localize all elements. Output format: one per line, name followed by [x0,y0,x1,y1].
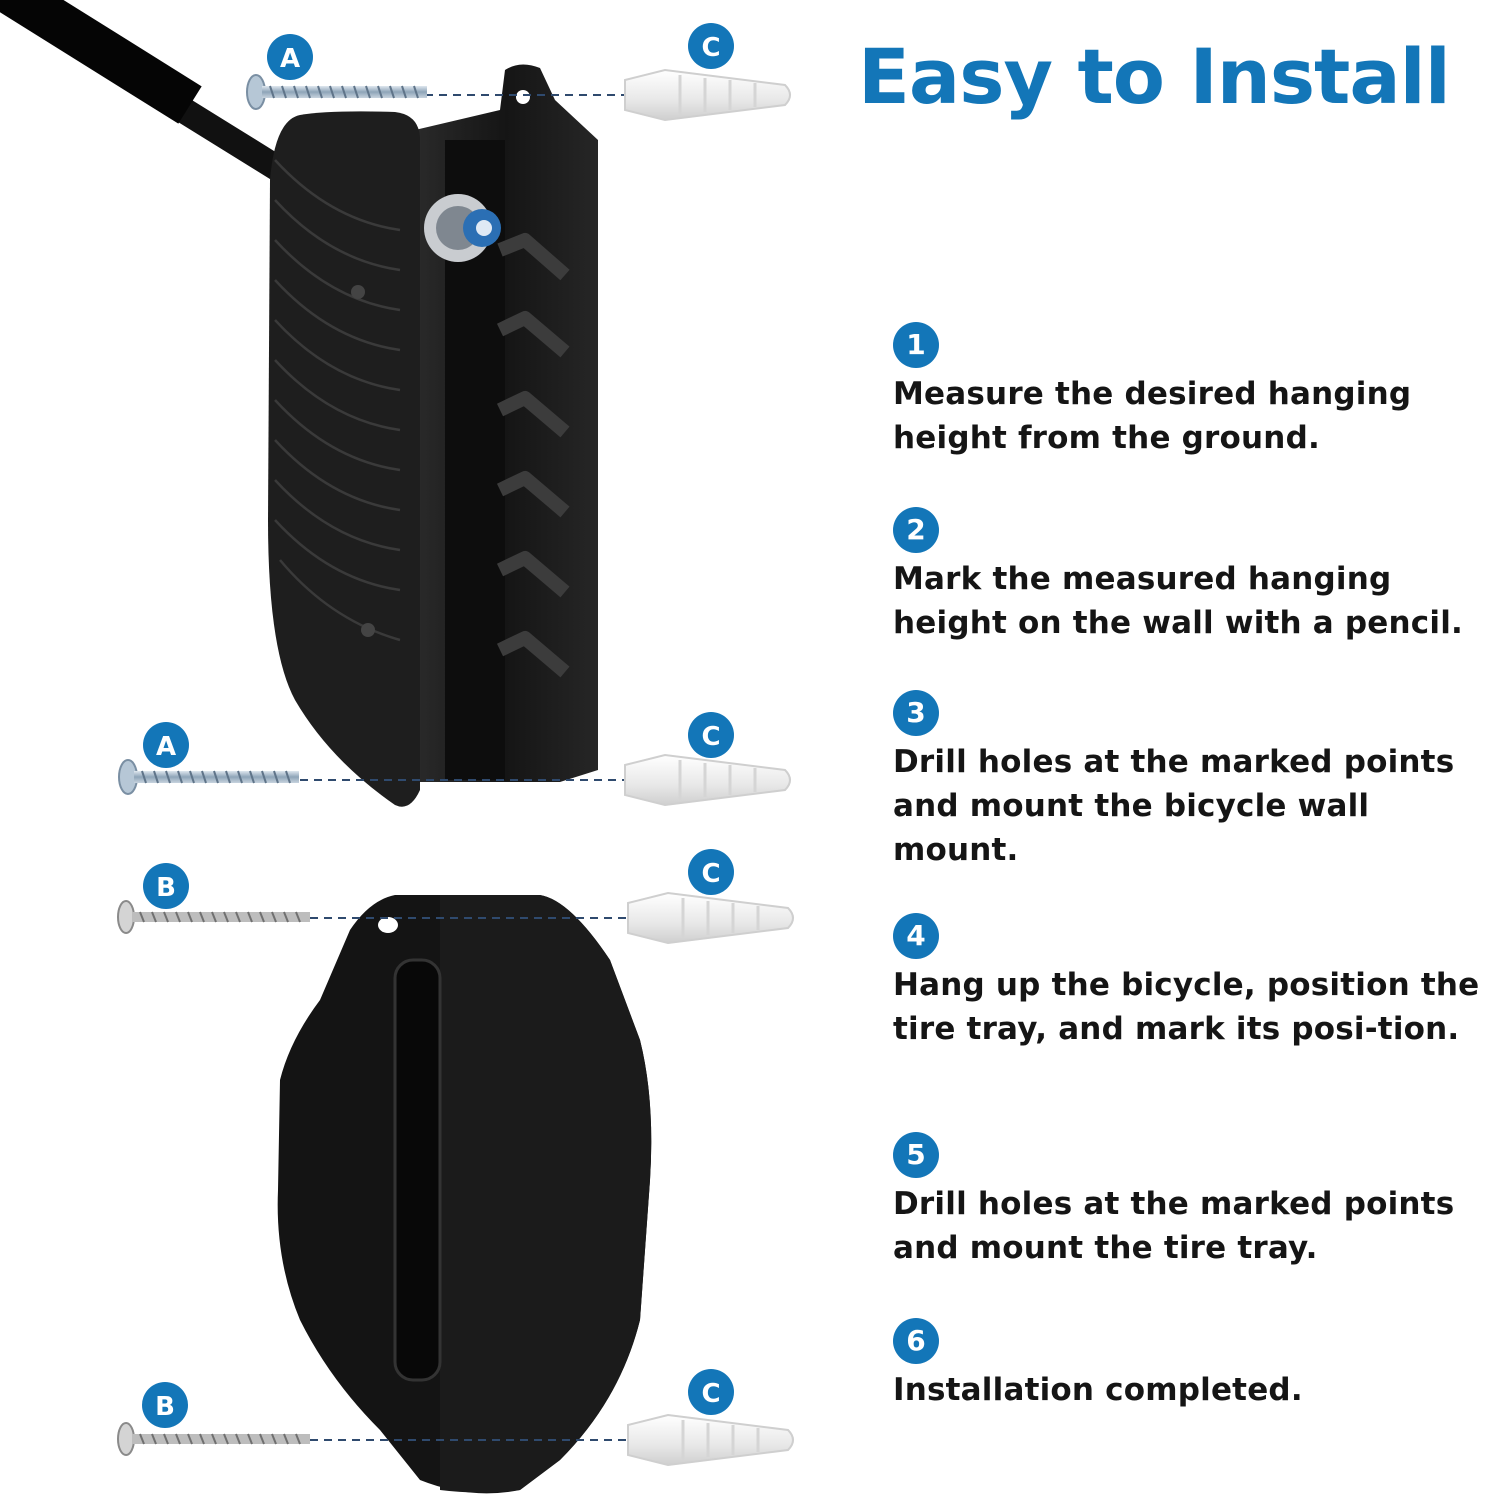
wall-mount-paddle [268,111,420,807]
badge-b-top: B [143,863,189,909]
badge-c-1: C [688,23,734,69]
step-text: Measure the desired hanging height from … [893,376,1412,456]
step-text: Drill holes at the marked points and mou… [893,744,1455,868]
guide-lines [300,94,628,1441]
step-1: 1 Measure the desired hanging height fro… [893,322,1493,460]
badge-c-2: C [688,712,734,758]
screw-b-top [117,900,310,934]
anchor-c-4 [627,1413,794,1467]
step-number-badge: 1 [893,322,939,368]
page-title: Easy to Install [858,32,1451,121]
installation-illustration: A C A C B C B C [0,0,794,1494]
badge-c-4: C [688,1369,734,1415]
badge-label: A [280,44,300,74]
step-3: 3 Drill holes at the marked points and m… [893,690,1493,872]
screw-a-bottom [118,759,299,795]
wall-mount-hook [415,64,598,782]
anchor-c-1 [624,68,791,122]
badge-a-top: A [267,34,313,80]
anchor-c-2 [624,753,791,807]
badge-label: C [701,1379,720,1409]
step-4: 4 Hang up the bicycle, position the tire… [893,913,1493,1051]
step-number-badge: 4 [893,913,939,959]
badge-label: B [156,873,176,903]
step-2: 2 Mark the measured hanging height on th… [893,507,1493,645]
badge-c-3: C [688,849,734,895]
badge-label: C [701,859,720,889]
badge-a-bottom: A [143,722,189,768]
step-number-badge: 5 [893,1132,939,1178]
step-5: 5 Drill holes at the marked points and m… [893,1132,1493,1270]
badge-label: B [155,1392,175,1422]
step-number-badge: 6 [893,1318,939,1364]
step-6: 6 Installation completed. [893,1318,1493,1412]
screw-a-top [246,74,427,110]
badge-label: C [701,33,720,63]
step-number-badge: 3 [893,690,939,736]
tire-tray [277,895,652,1494]
bike-tube [0,0,293,183]
step-text: Mark the measured hanging height on the … [893,561,1464,641]
step-number-badge: 2 [893,507,939,553]
step-text: Hang up the bicycle, position the tire t… [893,967,1480,1047]
screw-b-bottom [117,1422,310,1456]
step-text: Installation completed. [893,1372,1303,1408]
badge-label: C [701,722,720,752]
anchor-c-3 [627,891,794,945]
badge-b-bottom: B [142,1382,188,1428]
badge-label: A [156,732,176,762]
step-text: Drill holes at the marked points and mou… [893,1186,1455,1266]
